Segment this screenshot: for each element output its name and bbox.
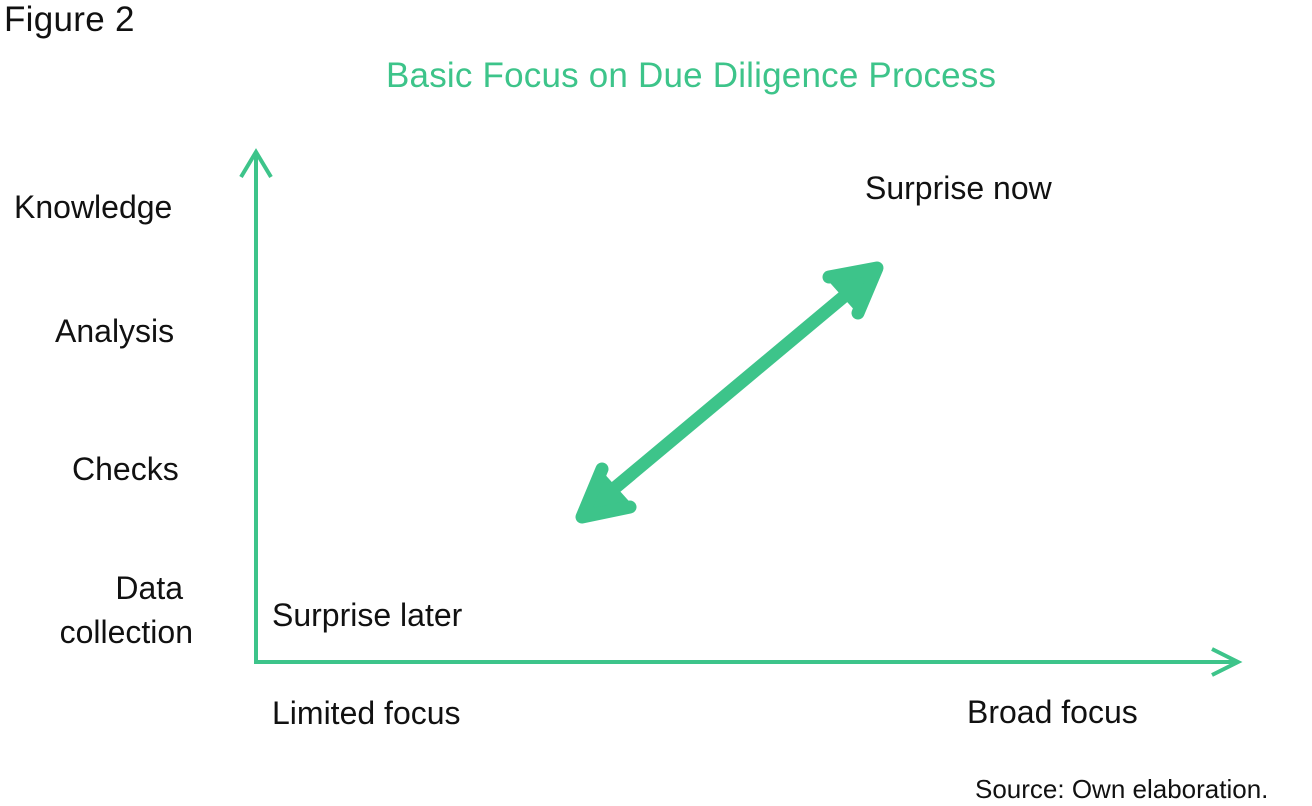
source-note: Source: Own elaboration. [975,774,1269,804]
diagram-title: Basic Focus on Due Diligence Process [386,56,997,95]
y-level-data-line2: collection [59,614,193,650]
figure-label: Figure 2 [4,0,135,39]
y-axis-arrowhead-icon [239,148,273,179]
y-level-analysis: Analysis [55,313,175,349]
annotation-surprise-later: Surprise later [272,597,463,633]
y-level-knowledge: Knowledge [14,189,173,225]
x-axis [254,647,1243,677]
x-label-broad-focus: Broad focus [967,694,1138,730]
double-arrow-icon [575,261,884,524]
y-axis [239,148,273,662]
annotation-surprise-now: Surprise now [865,170,1052,206]
y-level-data-line1: Data [115,570,183,606]
y-level-checks: Checks [72,451,179,487]
x-label-limited-focus: Limited focus [272,695,461,731]
x-axis-arrowhead-icon [1211,647,1243,677]
